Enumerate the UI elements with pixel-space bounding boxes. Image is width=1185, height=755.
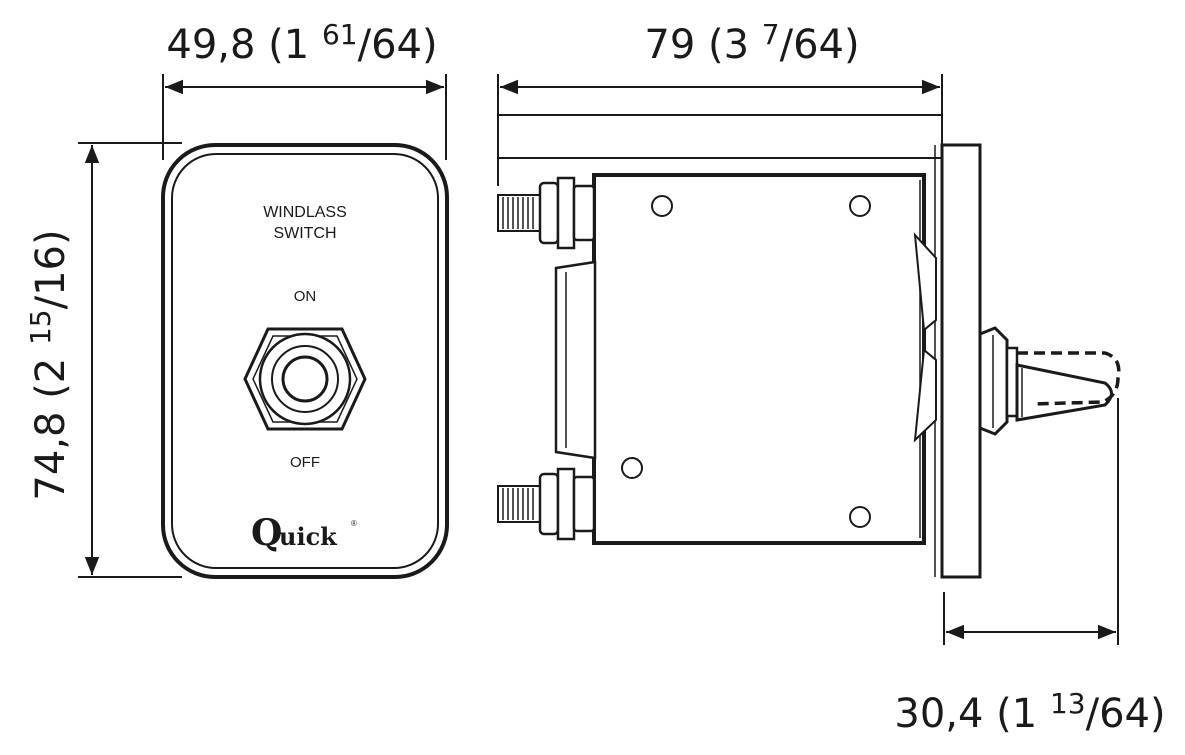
- depth-reference-band: [497, 114, 943, 159]
- terminal-nut: [538, 181, 560, 245]
- toggle-button: [281, 355, 329, 403]
- on-label: ON: [294, 288, 317, 305]
- toggle-side-nut: [978, 326, 1019, 436]
- toggle-dimension-text: 30,4 (1 13/64): [894, 687, 1165, 737]
- panel-title-line1: WINDLASS: [263, 204, 347, 221]
- toggle-lever: [1015, 363, 1113, 422]
- front-view: 49,8 (1 61/64) 74,8 (2 15/16) WINDLASS S…: [24, 18, 449, 579]
- depth-dimension-text: 79 (3 7/64): [644, 18, 859, 68]
- brand-registered-mark: ®: [351, 519, 357, 528]
- width-dimension-text: 49,8 (1 61/64): [166, 18, 437, 68]
- width-dimension: 49,8 (1 61/64): [162, 18, 447, 160]
- faceplate-inner-border: [171, 153, 439, 569]
- terminal-washer: [556, 176, 576, 250]
- toggle-hex-nut: [243, 327, 367, 431]
- mounting-hole: [849, 195, 871, 217]
- mounting-hole: [849, 506, 871, 528]
- terminal-nut: [572, 475, 596, 533]
- height-dimension: 74,8 (2 15/16): [24, 142, 182, 578]
- lower-terminal: [497, 467, 596, 541]
- brand-logo: Q uick ®: [251, 512, 357, 554]
- upper-terminal: [497, 176, 596, 250]
- side-bracket: [554, 260, 597, 460]
- toggle-reach-dimension: 30,4 (1 13/64): [894, 398, 1166, 737]
- terminal-nut: [538, 472, 560, 536]
- side-view: 79 (3 7/64): [497, 18, 1166, 737]
- mounting-flange: [940, 143, 982, 579]
- body-flange-connector: [913, 232, 937, 443]
- terminal-nut: [572, 184, 596, 242]
- off-label: OFF: [290, 454, 320, 471]
- panel-title-line2: SWITCH: [273, 225, 336, 242]
- toggle-lever-alt-position: [1017, 351, 1121, 406]
- toggle-ring: [271, 345, 339, 413]
- mounting-hole: [621, 457, 643, 479]
- terminal-washer: [556, 467, 576, 541]
- mounting-hole: [651, 195, 673, 217]
- depth-dimension: 79 (3 7/64): [497, 18, 943, 186]
- switch-body: [592, 173, 926, 545]
- brand-name: uick: [279, 522, 338, 551]
- height-dimension-text: 74,8 (2 15/16): [24, 229, 74, 500]
- brand-initial: Q: [251, 512, 282, 554]
